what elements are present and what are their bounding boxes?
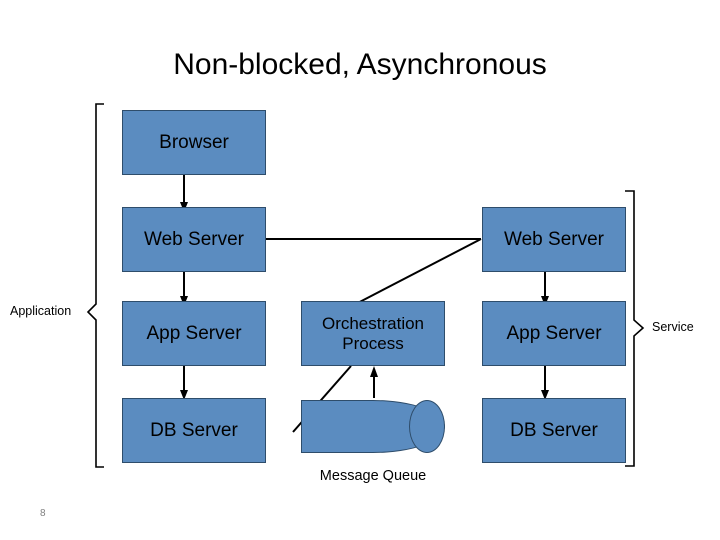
service-bracket — [625, 190, 645, 467]
line-web-right-to-orchestration — [349, 238, 482, 308]
node-db-server-left[interactable]: DB Server — [122, 398, 266, 463]
application-bracket — [86, 103, 104, 468]
node-app-server-right[interactable]: App Server — [482, 301, 626, 366]
node-web-server-right[interactable]: Web Server — [482, 207, 626, 272]
page-title: Non-blocked, Asynchronous — [173, 48, 547, 81]
node-web-server-left[interactable]: Web Server — [122, 207, 266, 272]
node-browser[interactable]: Browser — [122, 110, 266, 175]
node-orchestration-process[interactable]: Orchestration Process — [301, 301, 445, 366]
node-db-server-right[interactable]: DB Server — [482, 398, 626, 463]
service-bracket-label: Service — [652, 320, 694, 334]
message-queue-label: Message Queue — [319, 468, 427, 484]
arrowhead-queue-to-orchestration — [370, 366, 378, 377]
application-bracket-label: Application — [10, 304, 72, 318]
node-message-queue[interactable] — [301, 400, 445, 453]
node-app-server-left[interactable]: App Server — [122, 301, 266, 366]
page-number: 8 — [40, 508, 46, 519]
message-queue-cap — [409, 400, 445, 453]
